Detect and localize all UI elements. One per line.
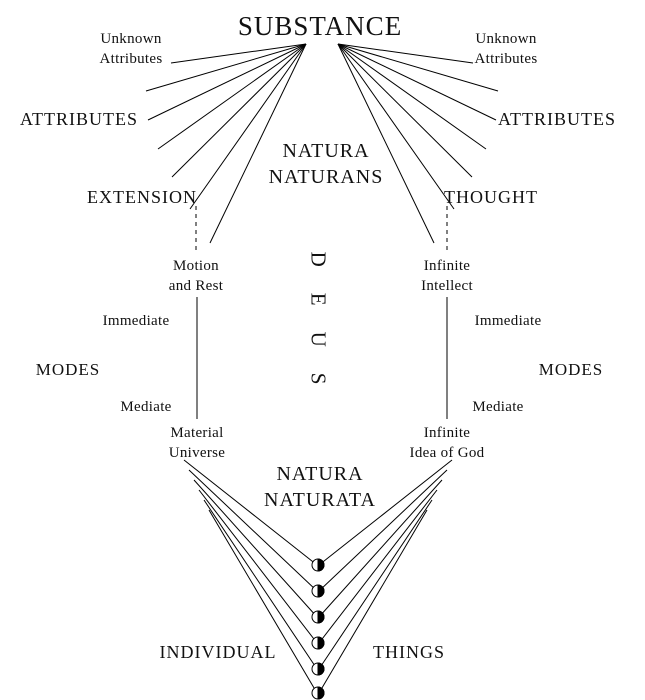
half-filled-circle-icon (311, 636, 325, 650)
mediate-right-label: Mediate (472, 399, 524, 415)
immediate-right-label: Immediate (474, 313, 542, 329)
motion-and-rest-label: Motion and Rest (168, 258, 224, 294)
unknown-attributes-left-label: Unknown Attributes (99, 31, 163, 67)
immediate-left-label: Immediate (102, 313, 170, 329)
attributes-left-label: ATTRIBUTES (20, 109, 138, 129)
half-filled-circle-icon (311, 662, 325, 676)
half-filled-circle-icon (311, 558, 325, 572)
right-convergence-lines (318, 459, 453, 694)
deus-label: DEUS (306, 251, 331, 411)
individual-things-markers (311, 558, 325, 700)
natura-naturans-label: NATURA NATURANS (268, 140, 384, 189)
half-filled-circle-icon (311, 610, 325, 624)
left-convergence-lines (183, 459, 318, 694)
substance-fan-left (145, 43, 307, 244)
half-filled-circle-icon (311, 686, 325, 700)
half-filled-circle-icon (311, 584, 325, 598)
things-label: THINGS (373, 642, 445, 662)
unknown-attributes-right-label: Unknown Attributes (474, 31, 538, 67)
infinite-idea-of-god-label: Infinite Idea of God (409, 425, 485, 461)
substance-fan-right (337, 43, 499, 244)
natura-naturata-label: NATURA NATURATA (264, 463, 376, 512)
attributes-right-label: ATTRIBUTES (498, 109, 616, 129)
modes-right-label: MODES (538, 360, 604, 379)
thought-label: THOUGHT (444, 187, 538, 207)
modes-left-label: MODES (35, 360, 101, 379)
extension-label: EXTENSION (87, 187, 197, 207)
mediate-left-label: Mediate (120, 399, 172, 415)
substance-label: SUBSTANCE (237, 11, 403, 41)
individual-label: INDIVIDUAL (159, 642, 277, 662)
material-universe-label: Material Universe (168, 425, 226, 461)
infinite-intellect-label: Infinite Intellect (421, 258, 473, 294)
